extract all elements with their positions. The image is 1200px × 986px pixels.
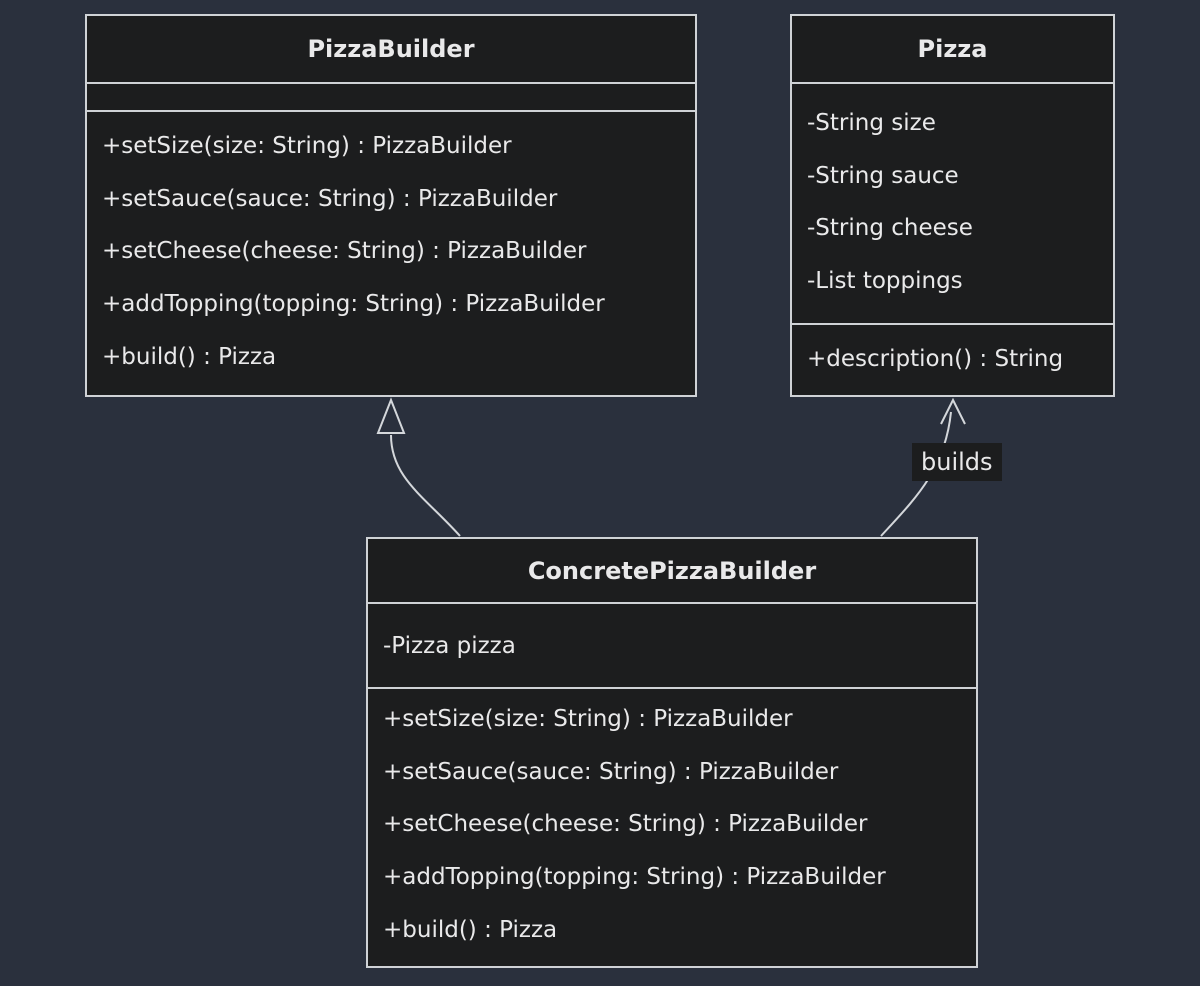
edge-label-builds: builds bbox=[912, 443, 1002, 481]
class-methods-pizza: +description() : String bbox=[792, 323, 1113, 395]
class-title-pizza: Pizza bbox=[917, 35, 988, 63]
member-row: -List toppings bbox=[807, 268, 963, 295]
inheritance-arrowhead bbox=[376, 397, 406, 434]
member-row: -String size bbox=[807, 110, 936, 137]
member-row: -Pizza pizza bbox=[383, 633, 516, 660]
class-box-pizza: Pizza -String size -String sauce -String c… bbox=[790, 14, 1115, 397]
member-row: +setCheese(cheese: String) : PizzaBuilde… bbox=[102, 238, 587, 265]
member-row: +addTopping(topping: String) : PizzaBuil… bbox=[383, 864, 886, 891]
member-row: +setSize(size: String) : PizzaBuilder bbox=[102, 133, 512, 160]
member-row: +setCheese(cheese: String) : PizzaBuilde… bbox=[383, 811, 868, 838]
class-title-concretepizzabuilder: ConcretePizzaBuilder bbox=[527, 556, 817, 585]
builds-arrowhead bbox=[940, 397, 966, 425]
builds-edge bbox=[880, 411, 952, 537]
member-row: +build() : Pizza bbox=[102, 343, 277, 370]
inheritance-edge bbox=[390, 434, 461, 537]
class-box-concretepizzabuilder: ConcretePizzaBuilder -Pizza pizza +setSi… bbox=[366, 537, 978, 968]
member-row: +setSauce(sauce: String) : PizzaBuilder bbox=[383, 758, 839, 785]
member-row: +build() : Pizza bbox=[383, 916, 558, 943]
class-methods-pizzabuilder: +setSize(size: String) : PizzaBuilder +se… bbox=[87, 110, 695, 395]
class-attributes-pizza: -String size -String sauce -String cheese -… bbox=[792, 82, 1113, 323]
class-box-pizzabuilder: PizzaBuilder +setSize(size: String) : Pi… bbox=[85, 14, 697, 397]
class-attributes-pizzabuilder bbox=[87, 82, 695, 110]
member-row: -String cheese bbox=[807, 215, 973, 242]
class-attributes-concretepizzabuilder: -Pizza pizza bbox=[368, 602, 976, 687]
member-row: +setSize(size: String) : PizzaBuilder bbox=[383, 706, 793, 733]
member-row: +addTopping(topping: String) : PizzaBuil… bbox=[102, 291, 605, 318]
member-row: -String sauce bbox=[807, 162, 959, 189]
member-row: +description() : String bbox=[807, 346, 1064, 373]
class-methods-concretepizzabuilder: +setSize(size: String) : PizzaBuilder +se… bbox=[368, 687, 976, 966]
class-title-pizzabuilder: PizzaBuilder bbox=[307, 35, 475, 63]
member-row: +setSauce(sauce: String) : PizzaBuilder bbox=[102, 185, 558, 212]
